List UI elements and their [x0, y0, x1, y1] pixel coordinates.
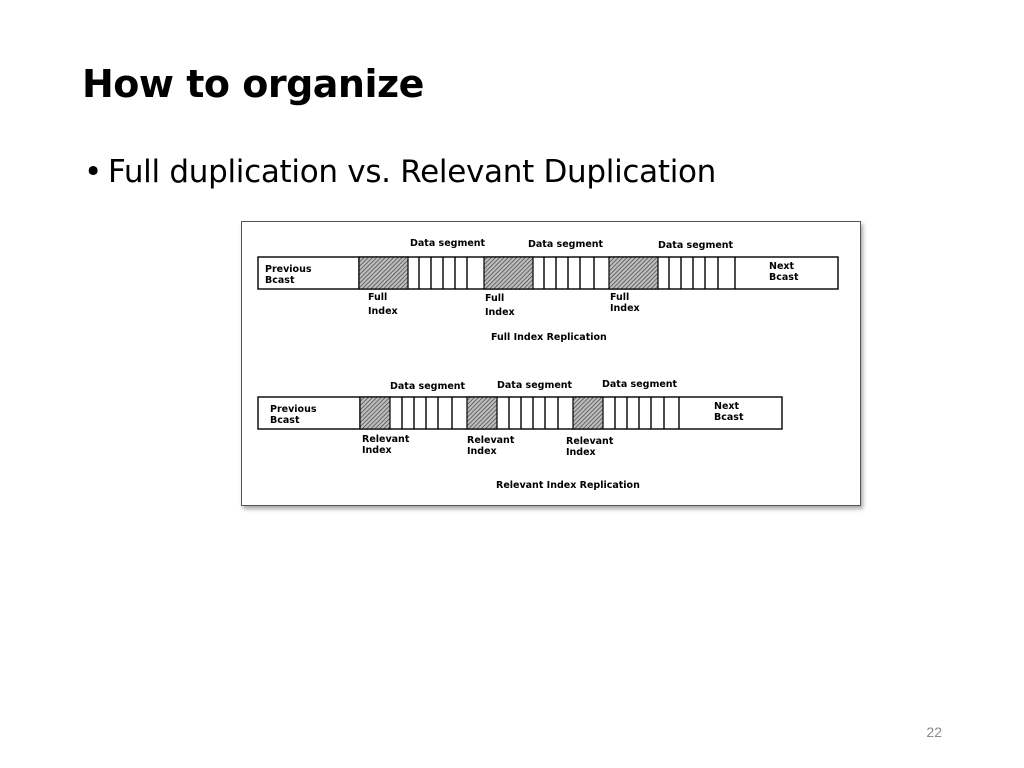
bottom-segment-label-1: Data segment: [390, 381, 466, 392]
bottom-index-label-2a: Relevant: [467, 435, 515, 446]
bottom-relevant-index-block-3: [572, 396, 604, 430]
top-index-label-2b: Index: [485, 307, 515, 318]
bottom-segment-label-2: Data segment: [497, 380, 573, 391]
top-index-label-3a: Full: [610, 292, 629, 303]
bottom-relevant-index-block-1: [359, 396, 391, 430]
top-segment-label-3: Data segment: [658, 240, 734, 251]
figure-svg: Previous Bcast Next Bcast Data segment D…: [257, 238, 839, 491]
top-data-segment-1: [418, 257, 468, 289]
top-data-segment-2: [543, 257, 595, 289]
top-broadcast-bar: [257, 256, 839, 290]
bottom-segment-label-3: Data segment: [602, 379, 678, 390]
top-index-label-2a: Full: [485, 293, 504, 304]
bullet-marker: •: [84, 154, 102, 190]
broadcast-index-figure: Previous Bcast Next Bcast Data segment D…: [241, 221, 861, 506]
top-full-index-block-1: [358, 256, 409, 290]
bottom-caption: Relevant Index Replication: [496, 480, 640, 491]
top-full-index-block-3: [608, 256, 659, 290]
top-previous-label-1: Previous: [265, 264, 312, 275]
top-index-label-1a: Full: [368, 292, 387, 303]
page-number: 22: [926, 724, 942, 740]
bottom-next-label-2: Bcast: [714, 412, 744, 423]
top-next-label-2: Bcast: [769, 272, 799, 283]
bottom-previous-label-2: Bcast: [270, 415, 300, 426]
bottom-relevant-index-block-2: [466, 396, 498, 430]
top-segment-label-2: Data segment: [528, 239, 604, 250]
bottom-broadcast-bar: [257, 396, 783, 430]
bottom-index-label-2b: Index: [467, 446, 497, 457]
full-index-diagram: Previous Bcast Next Bcast Data segment D…: [257, 238, 839, 343]
top-next-label-1: Next: [769, 261, 795, 272]
bottom-index-label-3b: Index: [566, 447, 596, 458]
top-index-label-1b: Index: [368, 306, 398, 317]
top-data-segment-3: [668, 257, 719, 289]
bullet-text: Full duplication vs. Relevant Duplicatio…: [108, 154, 717, 190]
bottom-next-label-1: Next: [714, 401, 740, 412]
relevant-index-diagram: Previous Bcast Next Bcast Data segment D…: [257, 379, 783, 491]
bottom-data-segment-1: [401, 397, 453, 429]
bottom-index-label-1a: Relevant: [362, 434, 410, 445]
slide-title: How to organize: [82, 62, 424, 106]
bottom-previous-label-1: Previous: [270, 404, 317, 415]
top-caption: Full Index Replication: [491, 332, 607, 343]
bottom-index-label-3a: Relevant: [566, 436, 614, 447]
top-full-index-block-2: [483, 256, 534, 290]
bottom-data-segment-2: [508, 397, 559, 429]
bullet-item: •Full duplication vs. Relevant Duplicati…: [84, 150, 716, 194]
top-previous-label-2: Bcast: [265, 275, 295, 286]
bottom-index-label-1b: Index: [362, 445, 392, 456]
bottom-data-segment-3: [614, 397, 665, 429]
top-segment-label-1: Data segment: [410, 238, 486, 249]
top-index-label-3b: Index: [610, 303, 640, 314]
